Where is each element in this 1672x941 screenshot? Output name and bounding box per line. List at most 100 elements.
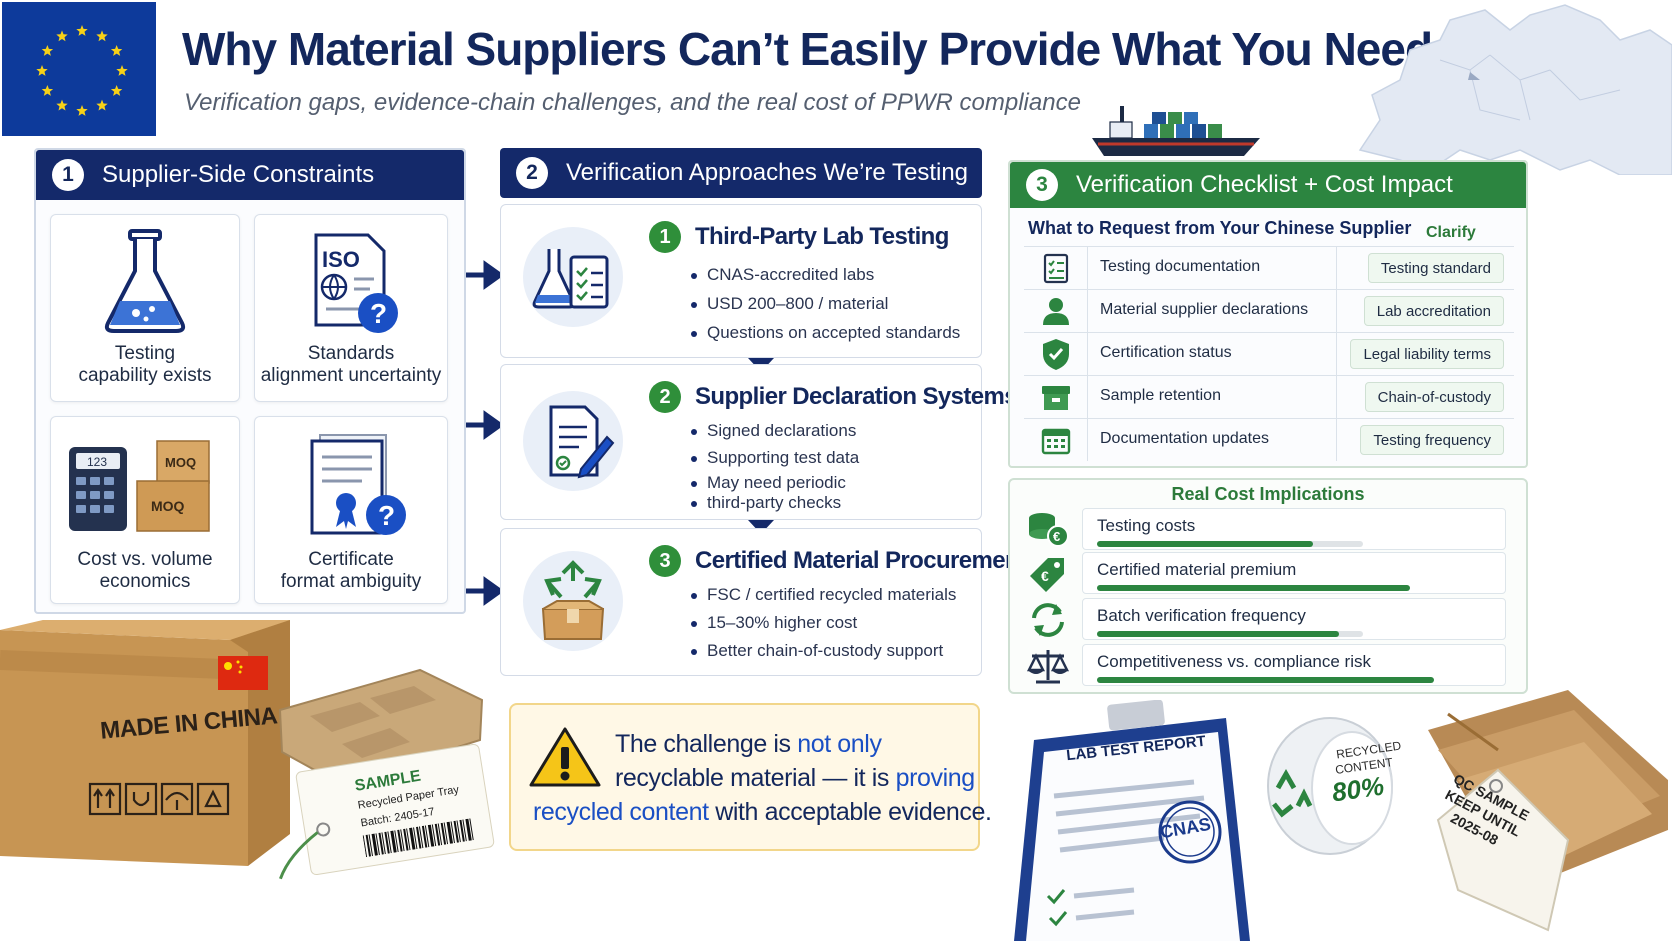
challenge-text: The challenge is not only recyclable mat… <box>615 730 975 792</box>
shipping-box-icon <box>0 620 290 866</box>
iso-icon-text: ISO <box>322 247 360 272</box>
eu-stars-icon <box>36 25 128 116</box>
page-title: Why Material Suppliers Can’t Easily Prov… <box>182 23 1433 75</box>
bullet-item: Signed declarations <box>689 421 859 441</box>
method-title: Certified Material Procurement <box>695 547 1027 574</box>
clarify-pill: Legal liability terms <box>1350 339 1504 369</box>
method-bullets: Signed declarations Supporting test data… <box>689 421 859 513</box>
method-title: Third-Party Lab Testing <box>695 223 949 250</box>
svg-text:€: € <box>1041 568 1049 584</box>
cost-row: Batch verification frequency <box>1082 598 1506 640</box>
clarify-column-header: Clarify <box>1426 224 1476 241</box>
cost-implications-panel: Real Cost Implications € Testing costs €… <box>1008 478 1528 694</box>
bullet-item: Questions on accepted standards <box>689 323 960 343</box>
panel-title: Verification Approaches We’re Testing <box>566 159 969 186</box>
verification-approaches-panel: 2 Verification Approaches We’re Testing … <box>500 148 1027 678</box>
method-bullets: FSC / certified recycled materials 15–30… <box>689 585 956 661</box>
bullet-item: Better chain-of-custody support <box>689 641 956 661</box>
checklist-row: Sample retention Chain-of-custody <box>1024 375 1514 418</box>
method-title: Supplier Declaration Systems <box>695 383 1018 410</box>
clarify-pill: Testing frequency <box>1360 425 1504 455</box>
cost-level-bar <box>1097 631 1339 637</box>
cost-level-track <box>1097 677 1434 683</box>
calendar-icon <box>1041 428 1070 455</box>
cost-row: Competitiveness vs. compliance risk <box>1082 644 1506 686</box>
refresh-icon <box>1032 603 1064 637</box>
svg-text:MOQ: MOQ <box>165 455 196 470</box>
method-icon-bg <box>523 551 623 651</box>
method-icon-bg <box>523 227 623 327</box>
cost-level-bar <box>1097 677 1434 683</box>
method-card-declarations: 2 Supplier Declaration Systems Signed de… <box>500 364 1018 520</box>
eu-star-icon <box>41 85 54 96</box>
archive-box-icon <box>1041 386 1070 410</box>
lab-report-clipboard-icon <box>1014 700 1250 941</box>
challenge-callout: The challenge is not only recyclable mat… <box>509 703 992 851</box>
bullet-continuation: third-party checks <box>689 493 859 513</box>
bullet-item: CNAS-accredited labs <box>689 265 960 285</box>
eu-star-icon <box>56 99 68 111</box>
recycled-label-roll-icon <box>1267 717 1393 855</box>
challenge-text-line: recycled content with acceptable evidenc… <box>533 798 992 826</box>
barcode-icon <box>362 818 474 858</box>
chevron-down-icon <box>748 520 774 534</box>
person-icon <box>1042 298 1069 325</box>
iso-document-icon: ISO ? <box>314 233 398 333</box>
scales-icon <box>1026 650 1070 684</box>
verification-checklist-panel: 3 Verification Checklist + Cost Impact W… <box>1008 160 1528 468</box>
eu-star-icon <box>76 105 88 116</box>
flow-arrow-icon <box>466 576 505 606</box>
flask-icon <box>104 229 186 333</box>
checklist-item-label: Material supplier declarations <box>1100 301 1309 318</box>
cost-panel-title: Real Cost Implications <box>1171 484 1365 504</box>
panel-title: Supplier-Side Constraints <box>102 161 375 188</box>
checklist-icon <box>1043 253 1068 284</box>
lab-flask-checklist-icon <box>532 249 609 309</box>
sample-tag: SAMPLE Recycled Paper Tray Batch: 2405-1… <box>279 743 496 880</box>
bullet-item: Supporting test data <box>689 448 859 468</box>
svg-text:MOQ: MOQ <box>151 498 185 514</box>
checklist-row: Certification status Legal liability ter… <box>1024 332 1514 375</box>
cost-level-track <box>1097 585 1410 591</box>
method-number-badge: 1 <box>649 221 681 253</box>
panel-header: 3 Verification Checklist + Cost Impact <box>1010 162 1526 208</box>
panel-header: 2 Verification Approaches We’re Testing <box>500 148 982 198</box>
method-number-badge: 3 <box>649 545 681 577</box>
cost-item-label: Certified material premium <box>1097 560 1297 579</box>
page-subtitle: Verification gaps, evidence-chain challe… <box>184 89 1081 116</box>
eu-star-icon <box>96 99 108 111</box>
panel-title: Verification Checklist + Cost Impact <box>1076 171 1453 198</box>
clarify-pill: Testing standard <box>1367 253 1504 283</box>
method-icon-bg <box>523 391 623 491</box>
method-card-certified-procurement: 3 Certified Material Procurement FSC / c… <box>500 528 1027 676</box>
cargo-ship-icon <box>1092 106 1260 156</box>
calculator-boxes-icon: 123 MOQ MOQ <box>69 440 210 532</box>
panel-number-badge: 3 <box>1026 169 1058 201</box>
method-card-lab-testing: 1 Third-Party Lab Testing CNAS-accredite… <box>500 204 982 358</box>
cost-level-bar <box>1097 585 1410 591</box>
europe-map-icon <box>1358 4 1672 175</box>
bullet-item: 15–30% higher cost <box>689 613 956 633</box>
panel-number-badge: 2 <box>516 157 548 189</box>
checklist-item-label: Sample retention <box>1100 387 1221 404</box>
calculator-display: 123 <box>87 455 107 469</box>
eu-star-icon <box>110 45 123 56</box>
checklist-row: Testing documentation Testing standard <box>1024 246 1514 289</box>
method-number-badge: 2 <box>649 381 681 413</box>
eu-star-icon <box>41 45 54 56</box>
qc-sample-tag-icon <box>1428 690 1668 932</box>
bullet-item: FSC / certified recycled materials <box>689 585 956 605</box>
flow-arrow-icon <box>466 260 505 290</box>
pulp-tray-icon <box>278 668 484 786</box>
eu-star-icon <box>36 65 48 76</box>
eu-flag <box>2 2 156 136</box>
eu-star-icon <box>116 65 128 76</box>
checklist-row: Material supplier declarations Lab accre… <box>1024 289 1514 332</box>
checklist-subtitle: What to Request from Your Chinese Suppli… <box>1028 218 1412 238</box>
